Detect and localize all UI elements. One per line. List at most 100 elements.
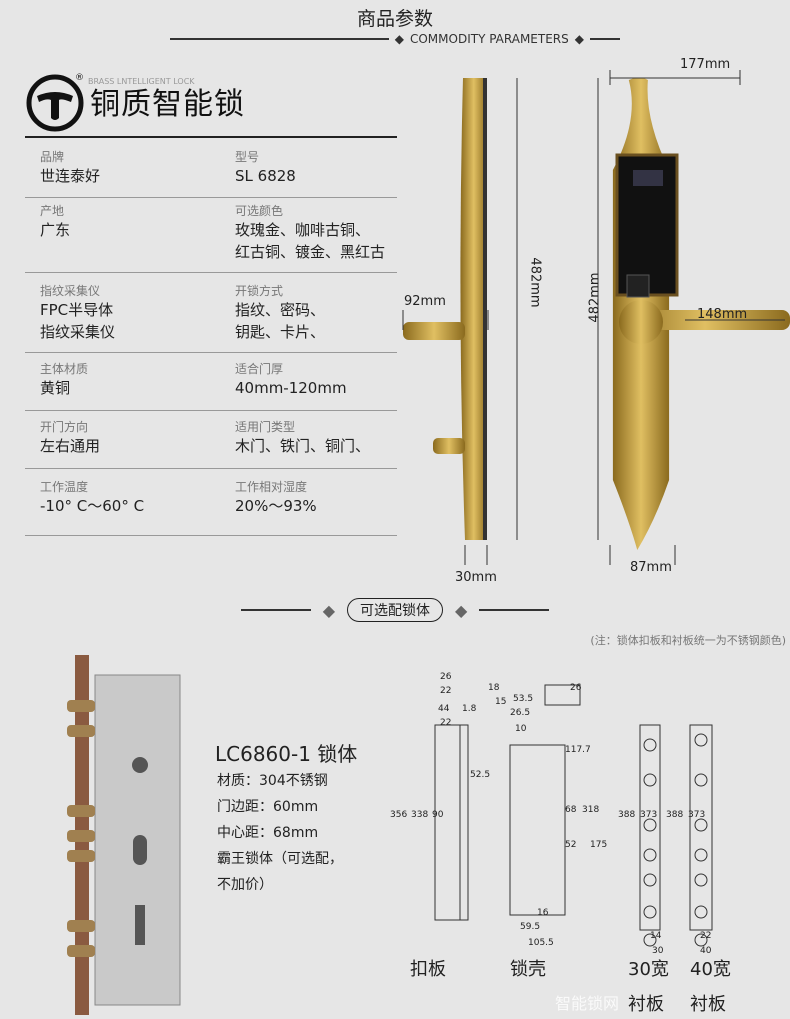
lockbody-spec: 霸王锁体（可选配， — [217, 851, 343, 867]
plate-hole — [643, 933, 657, 947]
plate-hole — [643, 773, 657, 787]
param-item: 开锁方式指纹、密码、钥匙、卡片、 — [235, 282, 325, 343]
caption-40-plate: 衬板 — [690, 994, 726, 1015]
param-label: 型号 — [235, 150, 260, 164]
plate-hole — [694, 905, 708, 919]
brand-name: 铜质智能锁 — [90, 87, 245, 122]
dim-handle-front: 148mm — [697, 307, 748, 322]
divider — [25, 352, 397, 353]
drawing-dimension: 117.7 — [565, 745, 591, 755]
drawing-dimension: 53.5 — [513, 694, 534, 704]
param-value: 20%～93% — [235, 497, 317, 515]
plate-hole — [694, 848, 708, 862]
param-value: SL 6828 — [235, 167, 296, 185]
param-label: 适用门类型 — [235, 420, 296, 434]
brand-logo: ® — [26, 73, 84, 132]
lockbody-spec: 中心距：68mm — [217, 825, 319, 841]
plate-hole — [694, 933, 708, 947]
drawing-dimension: 44 — [438, 704, 450, 714]
param-item: 适用门类型木门、铁门、铜门、 — [235, 418, 370, 457]
drawing-dimension: 52 — [565, 840, 577, 850]
param-label: 开门方向 — [40, 420, 89, 434]
svg-text:®: ® — [75, 73, 84, 83]
param-label: 适合门厚 — [235, 362, 284, 376]
param-value: 广东 — [40, 221, 71, 239]
param-item: 适合门厚 40mm-120mm — [235, 360, 347, 399]
param-item: 品牌世连泰好 — [40, 148, 100, 187]
param-label: 产地 — [40, 204, 65, 218]
param-value: 玫瑰金、咖啡古铜、 — [235, 221, 371, 239]
drawing-dimension: 175 — [590, 840, 608, 850]
param-value: 指纹、密码、 — [235, 301, 326, 319]
brand-logo-text: BRASS LNTELLIGENT LOCK — [88, 77, 195, 86]
divider — [25, 136, 397, 138]
plate-hole — [694, 818, 708, 832]
optional-note: (注：锁体扣板和衬板统一为不锈钢颜色) — [590, 634, 786, 647]
watermark: 智能锁网 — [555, 994, 620, 1013]
drawing-dimension: 14 — [650, 931, 662, 941]
drawing-dimension: 22 — [440, 718, 452, 728]
param-label: 主体材质 — [40, 362, 89, 376]
drawing-dimension: 388 — [666, 810, 684, 820]
dim-height-front: 482mm — [587, 272, 603, 323]
param-label: 指纹采集仪 — [40, 284, 101, 298]
param-value: FPC半导体 — [40, 301, 114, 319]
caption-lock-case: 锁壳 — [510, 959, 546, 980]
plate-hole — [643, 873, 657, 887]
drawing-dimension: 373 — [688, 810, 706, 820]
param-value: 世连泰好 — [40, 167, 101, 185]
drawing-dimension: 16 — [537, 908, 549, 918]
drawing-dimension: 68 — [565, 805, 577, 815]
param-label: 品牌 — [40, 150, 65, 164]
drawing-dimension: 388 — [618, 810, 636, 820]
drawing-dimension: 22 — [700, 931, 712, 941]
param-value: 黄铜 — [40, 379, 71, 397]
dim-thickness: 30mm — [455, 570, 497, 585]
param-value: 40mm-120mm — [235, 379, 347, 397]
param-label: 工作相对湿度 — [235, 480, 308, 494]
drawing-dimension: 105.5 — [528, 938, 554, 948]
param-value: 钥匙、卡片、 — [235, 323, 326, 341]
param-item: 开门方向左右通用 — [40, 418, 100, 457]
param-item: 可选颜色玫瑰金、咖啡古铜、红古铜、镀金、黑红古 — [235, 202, 385, 263]
divider — [25, 410, 397, 411]
caption-30-plate: 衬板 — [628, 994, 664, 1015]
param-label: 工作温度 — [40, 480, 89, 494]
param-value: 木门、铁门、铜门、 — [235, 437, 371, 455]
page-title: 商品参数 — [356, 8, 433, 30]
param-item: 工作温度 -10° C～60° C — [40, 478, 144, 517]
dim-base: 87mm — [630, 560, 672, 575]
dim-width: 177mm — [680, 57, 731, 72]
lockbody-spec: 门边距：60mm — [217, 799, 319, 815]
lockbody-model: LC6860-1 锁体 — [215, 742, 358, 766]
drawing-dimension: 318 — [582, 805, 600, 815]
param-item: 工作相对湿度 20%～93% — [235, 478, 317, 517]
plate-hole — [694, 733, 708, 747]
divider — [25, 468, 397, 469]
drawing-dimension: 10 — [515, 724, 527, 734]
lockbody-drawings — [434, 684, 713, 947]
drawing-dimension: 30 — [652, 946, 664, 956]
lockbody-photo — [67, 655, 181, 1015]
caption-strike-plate: 扣板 — [410, 959, 446, 980]
drawing-dimension: 22 — [440, 686, 452, 696]
plate-hole — [694, 873, 708, 887]
lock-product-image — [402, 70, 790, 565]
drawing-dimension: 59.5 — [520, 922, 541, 932]
caption-40-width: 40宽 — [690, 959, 731, 980]
dim-handle-side: 92mm — [404, 294, 446, 309]
lockbody-spec: 不加价） — [217, 877, 273, 893]
plate-hole — [694, 773, 708, 787]
param-value: 红古铜、镀金、黑红古 — [235, 243, 386, 261]
lockbody-spec: 材质：304不锈钢 — [217, 773, 328, 789]
optional-section-header: ◆可选配锁体◆ — [175, 598, 615, 622]
caption-30-width: 30宽 — [628, 959, 669, 980]
drawing-dimension: 90 — [432, 810, 444, 820]
param-value: -10° C～60° C — [40, 497, 145, 515]
plate-hole — [643, 905, 657, 919]
drawing-dimension: 373 — [640, 810, 658, 820]
param-value: 左右通用 — [40, 437, 101, 455]
drawing-dimension: 18 — [488, 683, 500, 693]
drawing-dimension: 15 — [495, 697, 507, 707]
